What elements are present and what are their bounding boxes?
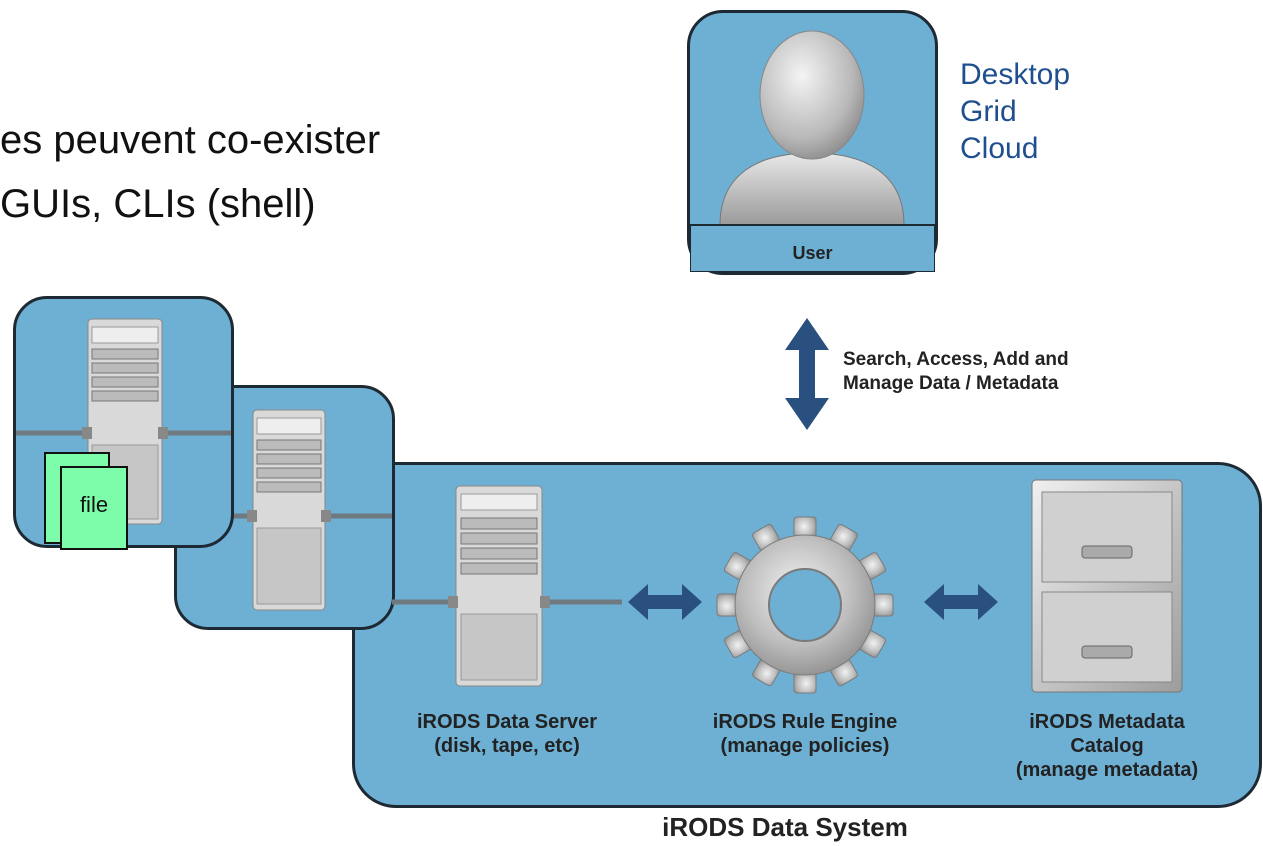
user-label: User — [792, 243, 833, 263]
metadata-catalog-label: iRODS Metadata Catalog (manage metadata) — [992, 710, 1222, 782]
rule-engine-name: iRODS Rule Engine — [712, 711, 898, 733]
vertical-double-arrow-icon — [785, 318, 829, 430]
access-description-line-1: Search, Access, Add and — [843, 349, 1069, 370]
data-server-icon — [392, 485, 622, 687]
user-avatar-icon — [690, 30, 935, 272]
server-icon — [177, 409, 392, 611]
slide-text-line-1: es peuvent co-exister — [0, 118, 381, 162]
system-title: iRODS Data System — [662, 812, 908, 842]
metadata-catalog-sub: Catalog — [1070, 735, 1144, 757]
file-badge-label: file — [79, 492, 109, 517]
horizontal-double-arrow-icon — [628, 584, 702, 620]
environment-grid: Grid — [960, 95, 1017, 128]
access-description-line-2: Manage Data / Metadata — [843, 373, 1059, 394]
remote-server-panel-2 — [174, 385, 395, 630]
data-server-sub: (disk, tape, etc) — [434, 735, 580, 757]
filing-cabinet-icon — [1031, 479, 1183, 693]
environment-list: Desktop Grid Cloud — [960, 56, 1070, 167]
access-description: Search, Access, Add and Manage Data / Me… — [843, 348, 1069, 396]
metadata-catalog-sub2: (manage metadata) — [1015, 759, 1199, 781]
slide-text-line-2: GUIs, CLIs (shell) — [0, 182, 316, 226]
metadata-catalog-name: iRODS Metadata — [1029, 711, 1185, 733]
user-panel: User — [687, 10, 938, 275]
gear-icon — [716, 516, 894, 694]
data-server-label: iRODS Data Server (disk, tape, etc) — [392, 710, 622, 758]
rule-engine-label: iRODS Rule Engine (manage policies) — [690, 710, 920, 758]
environment-cloud: Cloud — [960, 132, 1039, 165]
environment-desktop: Desktop — [960, 58, 1071, 91]
file-badge: file — [60, 466, 128, 550]
rule-engine-sub: (manage policies) — [720, 735, 890, 757]
data-server-name: iRODS Data Server — [416, 711, 598, 733]
horizontal-double-arrow-icon — [924, 584, 998, 620]
